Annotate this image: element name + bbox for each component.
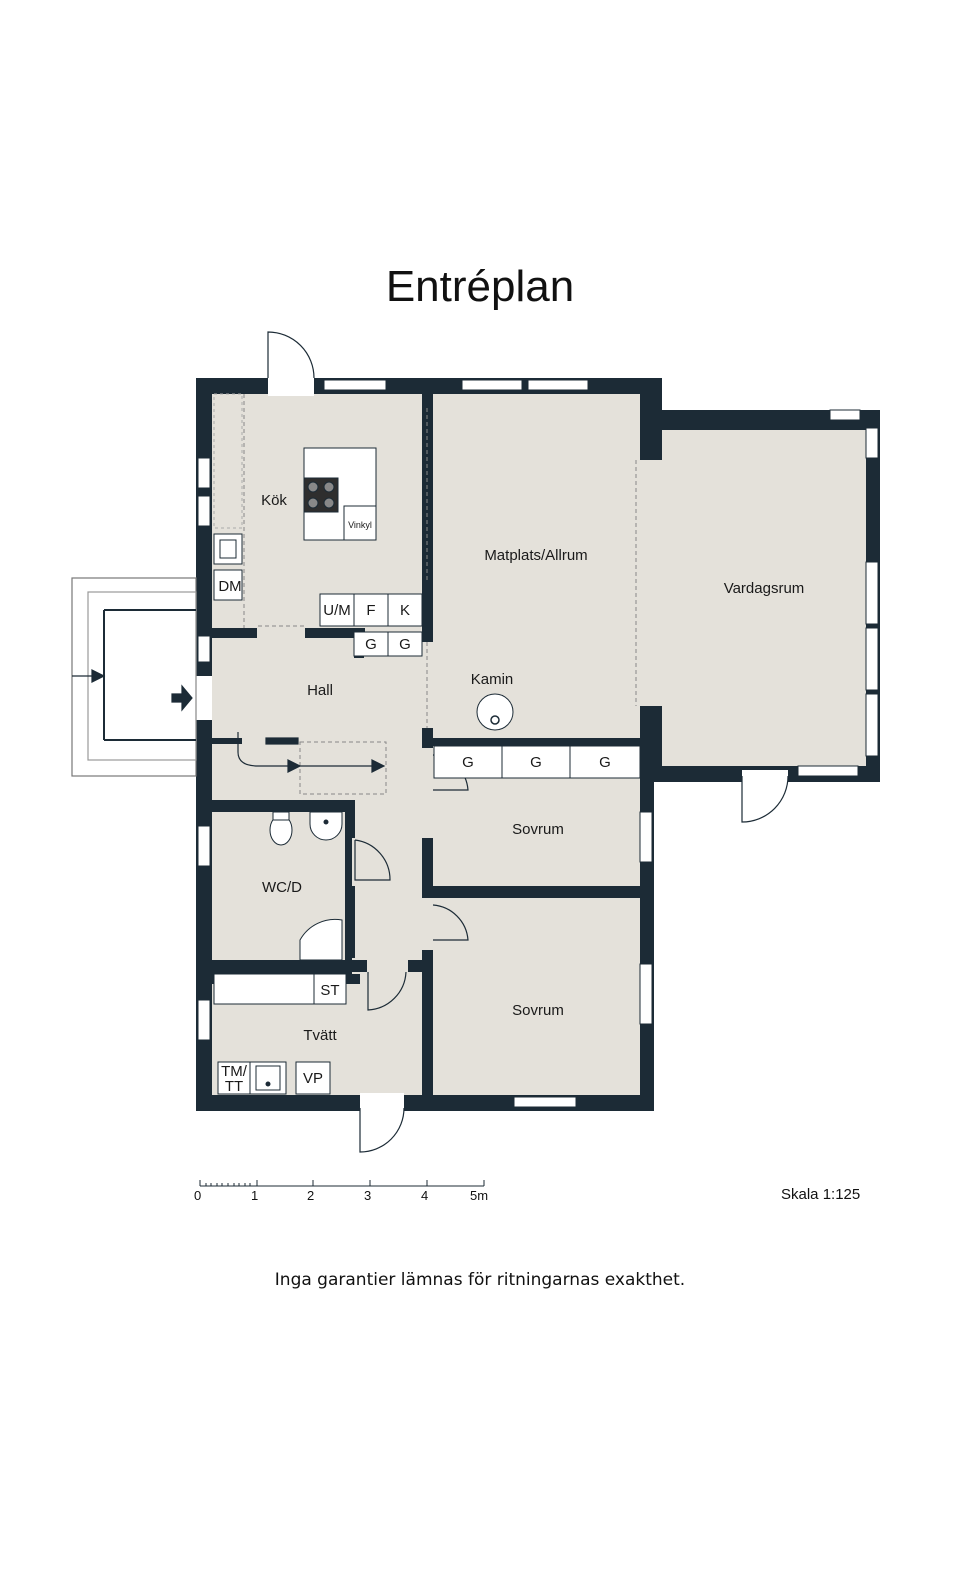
scale-tick-label: 2 — [307, 1188, 315, 1203]
scale-tick-label: 3 — [364, 1188, 372, 1203]
entry-deck — [71, 577, 197, 777]
windows — [197, 379, 879, 1108]
kamin — [476, 693, 514, 731]
floor-corridor — [352, 738, 434, 974]
fixture-label-g: G — [399, 636, 411, 653]
fixture-label-g: G — [599, 754, 611, 771]
disclaimer: Inga garantier lämnas för ritningarnas e… — [274, 1270, 686, 1290]
floor-sovrum1 — [433, 778, 640, 886]
fixture-label-k: K — [400, 602, 410, 619]
room-label-sovrum-1: Sovrum — [512, 821, 564, 838]
floors — [212, 394, 866, 1095]
fixture-label-g: G — [462, 754, 474, 771]
fixture-label-vp: VP — [303, 1070, 323, 1087]
stair-arrows — [237, 732, 386, 773]
scale-tick-label: 1 — [251, 1188, 259, 1203]
wardrobes — [433, 745, 641, 779]
floor-sovrum2 — [433, 898, 640, 1095]
fixture-label-st: ST — [320, 982, 339, 999]
room-label-vardagsrum: Vardagsrum — [724, 580, 805, 597]
fixture-label-um: U/M — [323, 602, 351, 619]
fixture-label-f: F — [366, 602, 375, 619]
room-label-wcd: WC/D — [262, 879, 302, 896]
fixture-label-g: G — [530, 754, 542, 771]
floor-hall-stair — [212, 738, 352, 801]
room-label-hall: Hall — [307, 682, 333, 699]
interior-walls — [212, 378, 662, 1095]
room-label-sovrum-2: Sovrum — [512, 1002, 564, 1019]
fixture-label-tm: TM/ — [221, 1063, 248, 1080]
scale-bar — [199, 1180, 485, 1187]
fixture-label-vinkyl: Vinkyl — [348, 520, 372, 530]
scale-tick-label: 4 — [421, 1188, 429, 1203]
fixture-label-tt: TT — [225, 1078, 243, 1095]
scale-tick-label: 0 — [194, 1188, 202, 1203]
laundry-fixtures — [213, 973, 347, 1095]
room-label-tvatt: Tvätt — [303, 1027, 337, 1044]
floor-opening — [640, 460, 662, 710]
kamin-label: Kamin — [471, 671, 514, 688]
bathroom-fixtures — [269, 811, 343, 961]
floor-matplats — [433, 394, 640, 739]
scale-tick-label: 5m — [470, 1188, 489, 1203]
room-label-kok: Kök — [261, 492, 287, 509]
room-label-matplats: Matplats/Allrum — [484, 547, 587, 564]
scale-label: Skala 1:125 — [781, 1186, 861, 1203]
floor-vardagsrum — [662, 430, 866, 766]
page-title: Entréplan — [385, 262, 575, 311]
fixture-label-g: G — [365, 636, 377, 653]
fixture-label-dm: DM — [218, 578, 241, 595]
dashed-openings — [243, 394, 637, 795]
kitchen-fixtures — [213, 393, 423, 657]
